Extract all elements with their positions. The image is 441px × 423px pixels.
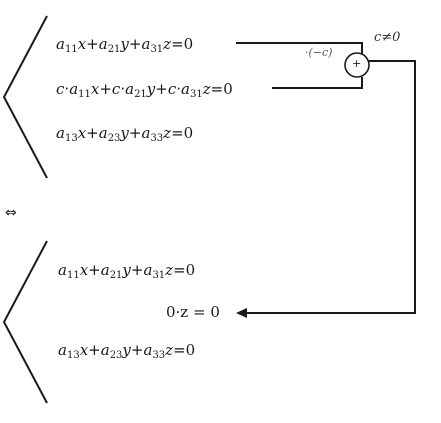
- plus-operator-circle: [344, 52, 370, 78]
- bottom-equation-1: a11x+a21y+a31z=0: [58, 261, 196, 281]
- plus-symbol: +: [352, 57, 362, 70]
- equivalence-symbol: ⇔: [5, 205, 17, 221]
- top-system-bracket: [2, 15, 48, 179]
- top-equation-3: a13x+a23y+a33z=0: [56, 124, 194, 144]
- top-equation-1: a11x+a21y+a31z=0: [56, 35, 194, 55]
- multiplier-label: ·(−c): [305, 46, 333, 59]
- bottom-equation-2: 0·z = 0: [166, 303, 220, 321]
- top-equation-2: c·a11x+c·a21y+c·a31z=0: [56, 80, 233, 100]
- result-connector: [240, 60, 416, 314]
- bottom-equation-3: a13x+a23y+a33z=0: [58, 341, 196, 361]
- result-arrowhead: [236, 308, 247, 318]
- row1-connector: [236, 42, 363, 54]
- row2-connector: [272, 77, 363, 89]
- condition-label: c≠0: [374, 30, 401, 45]
- bottom-system-bracket: [2, 240, 48, 404]
